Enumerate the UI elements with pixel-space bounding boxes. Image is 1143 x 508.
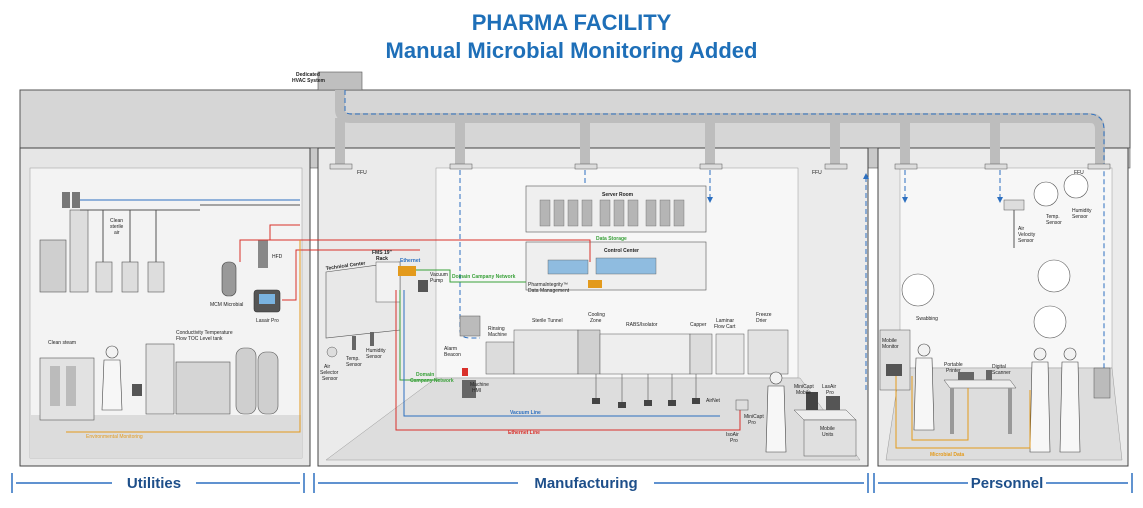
portable-printer-label-1: Portable bbox=[944, 362, 963, 368]
alarm-beacon-label-1: Alarm bbox=[444, 346, 457, 352]
air-velocity-label-3: Sensor bbox=[1018, 238, 1034, 244]
swabbing-label: Swabbing bbox=[916, 316, 938, 322]
digital-scanner-label-1: Digital bbox=[992, 364, 1006, 370]
conductivity-label-2: Flow TOC Level tank bbox=[176, 336, 223, 342]
temp-sensor-mfg-label-1: Temp. bbox=[346, 356, 360, 362]
rinsing-machine-label-2: Machine bbox=[488, 332, 507, 338]
rinsing-machine-label-1: Rinsing bbox=[488, 326, 505, 332]
ffu-units: FFU FFU FFU bbox=[329, 163, 1111, 176]
lasair-pro-2-label-1: LasAir bbox=[822, 384, 837, 390]
rabs-isolator-label: RABS/Isolator bbox=[626, 322, 658, 328]
minicapt-pro-label-1: MiniCapt bbox=[744, 414, 764, 420]
zone-label-personnel: Personnel bbox=[971, 475, 1044, 492]
clean-air-label-1: Clean bbox=[110, 218, 123, 224]
cooling-zone-label-2: Zone bbox=[590, 318, 602, 324]
machine-hmi-label-2: HMI bbox=[472, 388, 481, 394]
mobile-units-label-2: Units bbox=[822, 432, 834, 438]
zone-footer bbox=[11, 473, 1133, 493]
laminar-flow-label-2: Flow Cart bbox=[714, 324, 736, 330]
minicapt-mobile-label-1: MiniCapt bbox=[794, 384, 814, 390]
cooling-zone-label-1: Cooling bbox=[588, 312, 605, 318]
control-center-label: Control Center bbox=[604, 248, 639, 254]
diagram-title: PHARMA FACILITY bbox=[471, 10, 672, 35]
minicapt-mobile-label-2: Mobile bbox=[796, 390, 811, 396]
mobile-monitor-label-1: Mobile bbox=[882, 338, 897, 344]
minicapt-pro-label-2: Pro bbox=[748, 420, 756, 426]
air-velocity-label-2: Velocity bbox=[1018, 232, 1036, 238]
manufacturing-equipment: Server Room Control Center Data Storage … bbox=[320, 185, 857, 457]
vacuum-pump-label-2: Pump bbox=[430, 278, 443, 284]
zone-label-utilities: Utilities bbox=[127, 475, 181, 492]
pharmaintegrity-label-2: Data Management bbox=[528, 288, 570, 294]
diagram-subtitle: Manual Microbial Monitoring Added bbox=[385, 38, 758, 63]
hvac-label-1: Dedicated bbox=[296, 72, 320, 78]
environmental-monitoring-label: Environmental Monitoring bbox=[86, 434, 143, 440]
hfd-label: HFD bbox=[272, 254, 283, 260]
conductivity-label-1: Conductivity Temperature bbox=[176, 330, 233, 336]
ethernet-line-label: Ethernet Line bbox=[508, 430, 540, 436]
air-selector-label-2: Selector bbox=[320, 370, 339, 376]
isoair-label-1: IsoAir bbox=[726, 432, 739, 438]
humidity-sensor-label-1: Humidity bbox=[1072, 208, 1092, 214]
temp-sensor-mfg-label-2: Sensor bbox=[346, 362, 362, 368]
airnet-label: AirNet bbox=[706, 398, 721, 404]
clean-air-label-2: sterile bbox=[110, 224, 124, 230]
humidity-sensor-label-2: Sensor bbox=[1072, 214, 1088, 220]
vacuum-line-label: Vacuum Line bbox=[510, 410, 541, 416]
air-selector-label-3: Sensor bbox=[322, 376, 338, 382]
isoair-label-2: Pro bbox=[730, 438, 738, 444]
mobile-units-label-1: Mobile bbox=[820, 426, 835, 432]
freeze-dryer-label-1: Freeze bbox=[756, 312, 772, 318]
zone-label-manufacturing: Manufacturing bbox=[534, 475, 637, 492]
ethernet-label: Ethernet bbox=[400, 258, 421, 264]
ffu-label-1: FFU bbox=[357, 170, 367, 176]
domain-network-label-2b: Campany Network bbox=[410, 378, 454, 384]
freeze-dryer-label-2: Drier bbox=[756, 318, 767, 324]
ffu-label-3: FFU bbox=[1074, 170, 1084, 176]
digital-scanner-label-2: Scanner bbox=[992, 370, 1011, 376]
fms-rack-label-2: Rack bbox=[376, 256, 388, 262]
machine-hmi-label-1: Machine bbox=[470, 382, 489, 388]
mobile-monitor-label-2: Monitor bbox=[882, 344, 899, 350]
microbial-data-label: Microbial Data bbox=[930, 452, 964, 458]
lasair-pro-2-label-2: Pro bbox=[826, 390, 834, 396]
temp-sensor-label-2: Sensor bbox=[1046, 220, 1062, 226]
pharmaintegrity-label-1: Pharmalntegrity™ bbox=[528, 282, 568, 288]
sterile-tunnel-label: Sterile Tunnel bbox=[532, 318, 563, 324]
clean-steam-label: Clean steam bbox=[48, 340, 76, 346]
domain-network-label: Domain Campany Network bbox=[452, 274, 516, 280]
personnel-equipment: Air Velocity Sensor Temp. Sensor Humidit… bbox=[879, 173, 1111, 458]
hvac-label-2: HVAC System bbox=[292, 78, 326, 84]
ffu-label-2: FFU bbox=[812, 170, 822, 176]
humidity-sensor-mfg-label-1: Humidity bbox=[366, 348, 386, 354]
server-room-label: Server Room bbox=[602, 192, 634, 198]
capper-label: Capper bbox=[690, 322, 707, 328]
data-storage-label: Data Storage bbox=[596, 236, 627, 242]
temp-sensor-label-1: Temp. bbox=[1046, 214, 1060, 220]
mcm-microbial-label: MCM Microbial bbox=[210, 302, 243, 308]
domain-network-label-2a: Domain bbox=[416, 372, 434, 378]
humidity-sensor-mfg-label-2: Sensor bbox=[366, 354, 382, 360]
air-velocity-label-1: Air bbox=[1018, 226, 1024, 232]
fms-rack-label-1: FMS 19" bbox=[372, 250, 393, 256]
portable-printer-label-2: Printer bbox=[946, 368, 961, 374]
alarm-beacon-label-2: Beacon bbox=[444, 352, 461, 358]
hvac-ducts bbox=[335, 90, 1105, 165]
lasair-pro-label: Lasair Pro bbox=[256, 318, 279, 324]
vacuum-pump-label-1: Vacuum bbox=[430, 272, 448, 278]
technical-center-label: Technical Center bbox=[325, 260, 365, 272]
laminar-flow-label-1: Laminar bbox=[716, 318, 734, 324]
hvac-system: Dedicated HVAC System bbox=[292, 71, 363, 91]
utilities-equipment: Clean sterile air MCM Microbial HFD Lasa… bbox=[39, 192, 420, 440]
clean-air-label-3: air bbox=[114, 230, 120, 236]
air-selector-label-1: Air bbox=[324, 364, 330, 370]
